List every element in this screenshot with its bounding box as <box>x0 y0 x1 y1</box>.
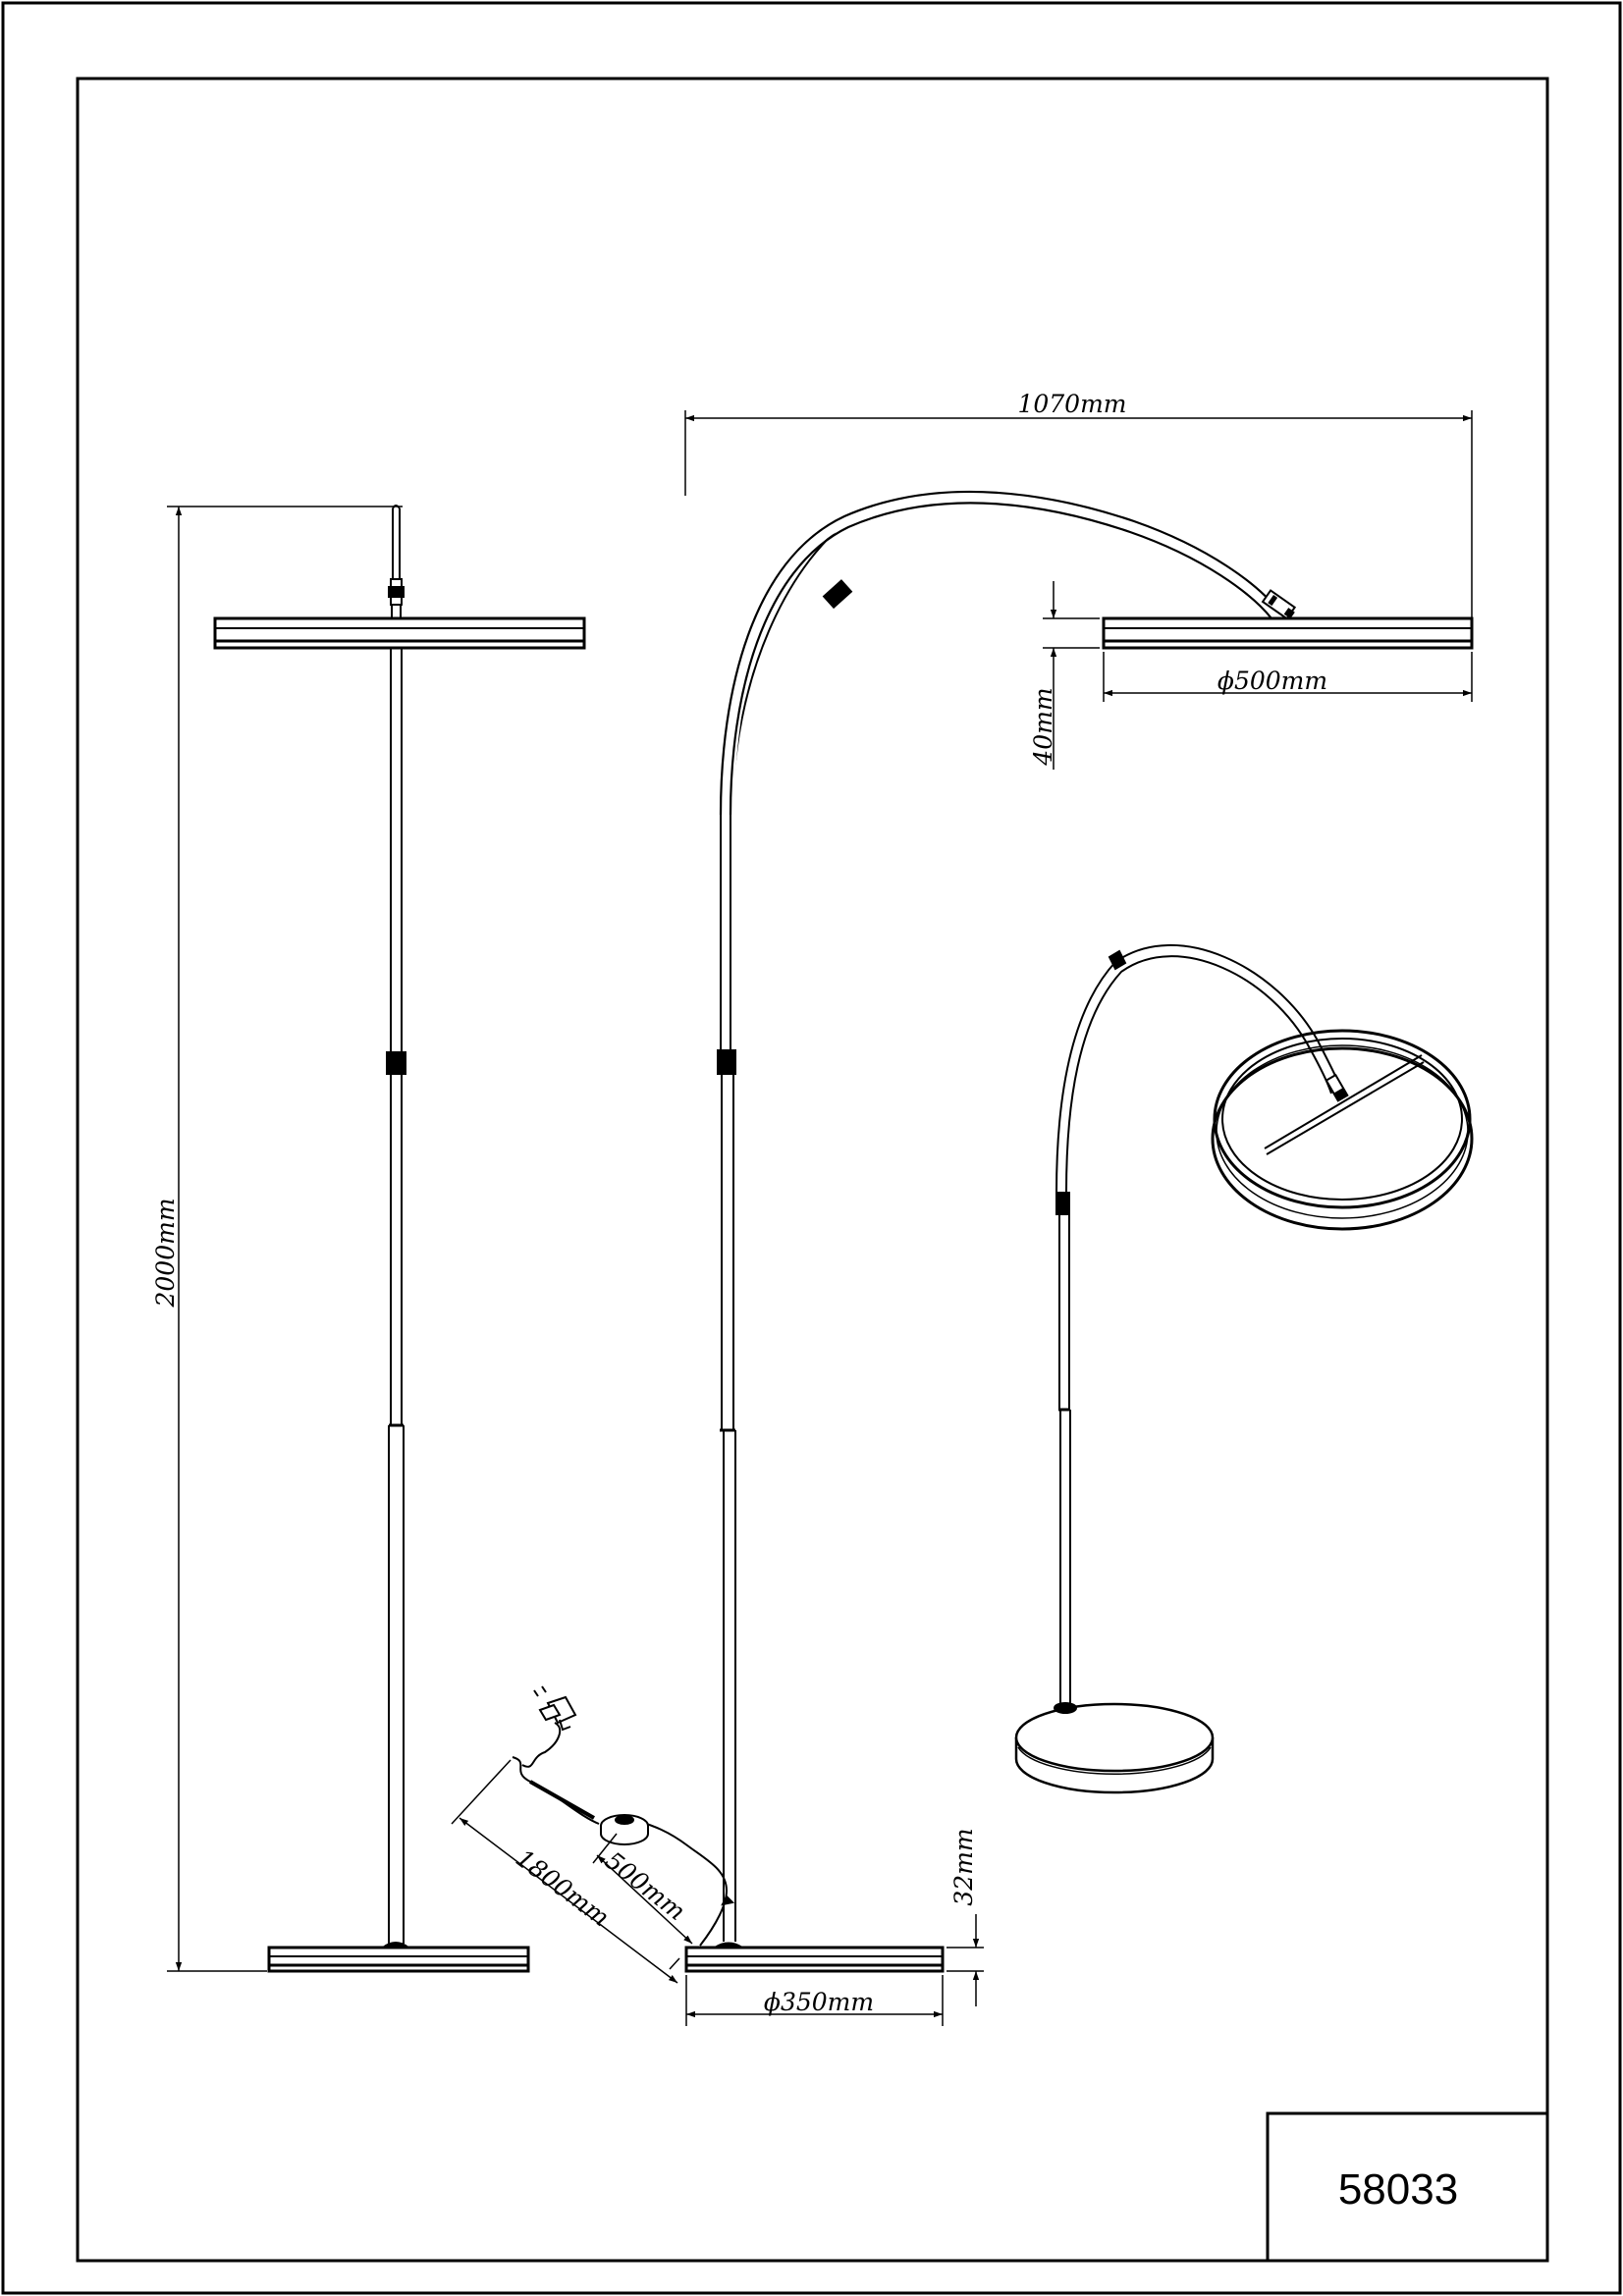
side-view-arm <box>695 460 1303 816</box>
drawing-frame <box>76 77 1549 2263</box>
switch-cable-label: 500mm <box>600 1846 691 1926</box>
part-number: 58033 <box>1338 2165 1458 2214</box>
shade-thickness-label: 40mm <box>1029 687 1057 766</box>
reach-dimension <box>684 410 1473 618</box>
base-diameter-dimension <box>685 1975 944 2026</box>
base-diameter-label: ϕ350mm <box>764 1988 874 2016</box>
plug-icon <box>533 1685 577 1732</box>
shade-thickness-dimension <box>1043 581 1100 770</box>
front-view-lamp <box>213 505 586 1973</box>
cable-length-dimension <box>451 1759 680 1984</box>
shade-diameter-label: ϕ500mm <box>1217 667 1327 695</box>
side-view-shade <box>1102 616 1474 650</box>
switch-cable-dimension <box>592 1833 693 1945</box>
side-view-stem <box>684 815 945 1973</box>
height-dimension <box>167 506 403 1972</box>
base-thickness-dimension <box>947 1914 984 2006</box>
perspective-view-lamp <box>1014 944 1474 1794</box>
reach-label: 1070mm <box>1017 390 1126 418</box>
foot-switch-icon <box>600 1814 649 1845</box>
shade-diameter-dimension <box>1103 652 1473 702</box>
title-block <box>1266 2111 1549 2263</box>
base-thickness-label: 32mm <box>949 1828 978 1905</box>
height-label: 2000mm <box>151 1198 180 1308</box>
